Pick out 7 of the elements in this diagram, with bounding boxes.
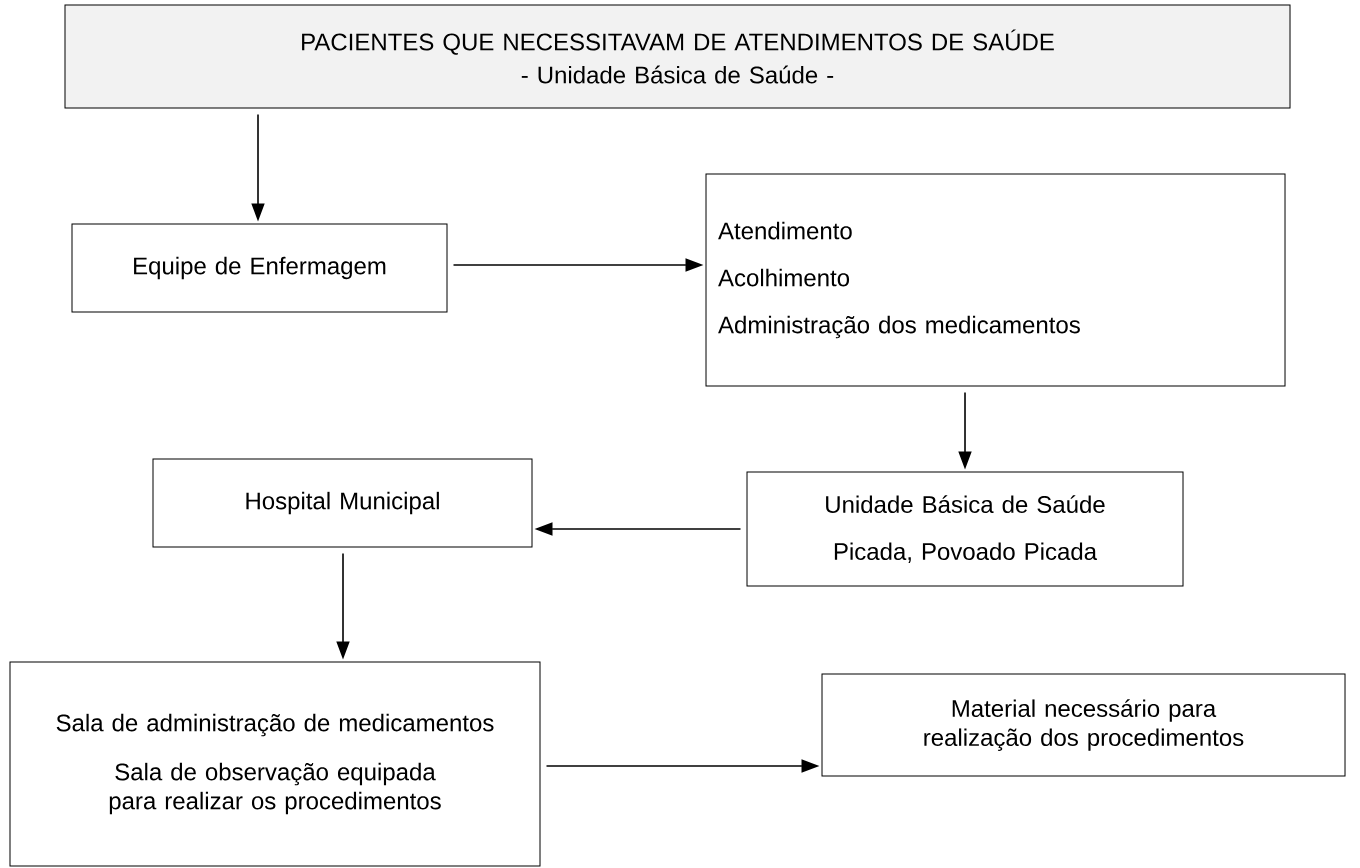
process-box: PACIENTES QUE NECESSITAVAM DE ATENDIMENTOS DE SAÚDE - Unidade Básica de Saúde - [64, 4, 1291, 109]
process-box: Material necessário para realização dos procedimentos [821, 673, 1346, 777]
process-box: Unidade Básica de Saúde Picada, Povoado Picada [746, 471, 1184, 587]
process-box: Hospital Municipal [152, 458, 533, 548]
process-box: Sala de administração de medicamentos Sala de observação equipada para realizar os procedimentos [9, 661, 541, 867]
process-box: Equipe de Enfermagem [71, 223, 448, 313]
process-box: Atendimento Acolhimento Administração dos medicamentos [705, 173, 1286, 387]
